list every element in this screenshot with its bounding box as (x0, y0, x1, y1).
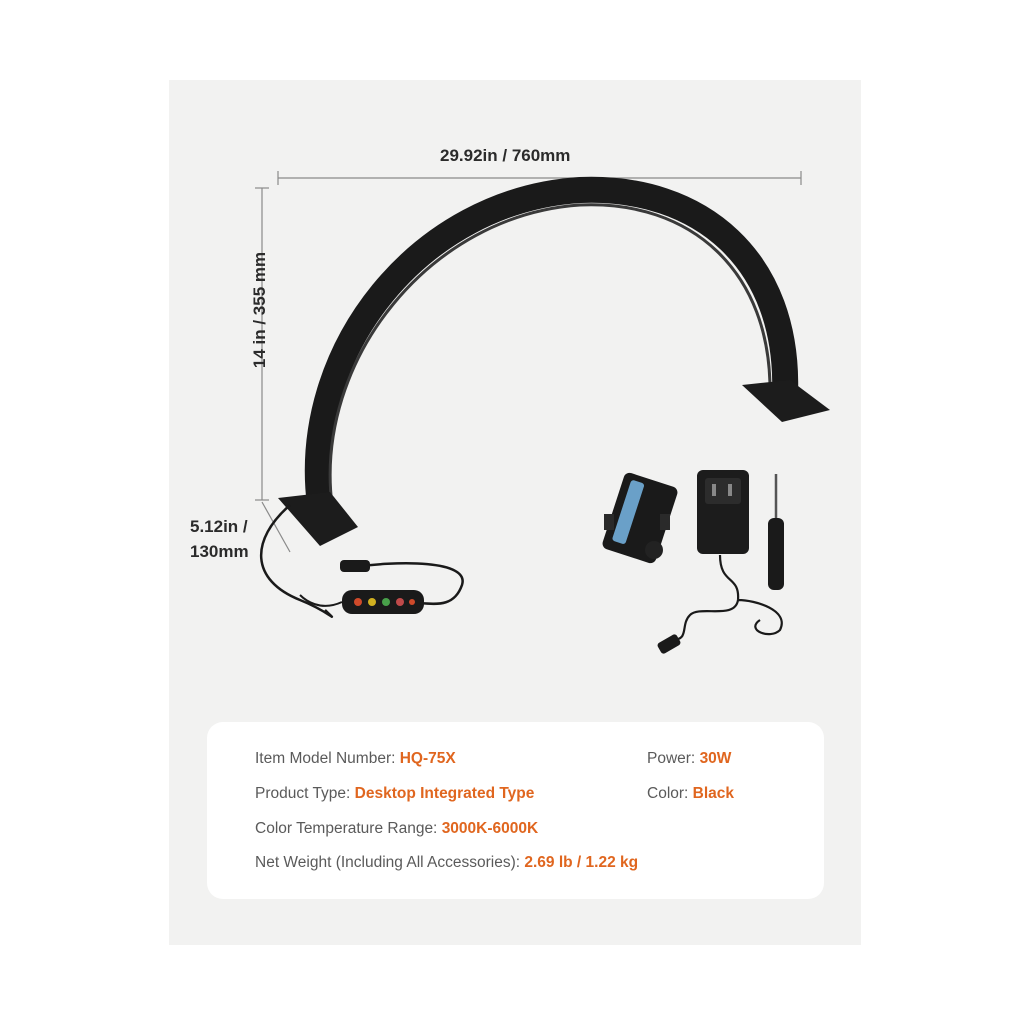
power-adapter (657, 470, 783, 654)
power-cable (259, 504, 464, 618)
spec-power: Power: 30W (647, 750, 731, 768)
width-dimension-label: 29.92in / 760mm (440, 146, 571, 165)
spec-weight: Net Weight (Including All Accessories): … (255, 854, 638, 872)
inline-controller (342, 590, 424, 614)
base-label-line1: 5.12in / (190, 517, 248, 536)
spec-panel (207, 722, 824, 899)
spec-color-temp-value: 3000K-6000K (441, 820, 539, 837)
spec-model-value: HQ-75X (399, 750, 456, 767)
right-base (742, 380, 830, 422)
base-dimension-label: 5.12in / 130mm (190, 514, 249, 564)
spec-color-temp: Color Temperature Range: 3000K-6000K (255, 820, 538, 838)
spec-model-label: Item Model Number: (255, 750, 400, 767)
spec-color: Color: Black (647, 785, 734, 803)
spec-product-type-label: Product Type: (255, 785, 355, 802)
phone-holder (602, 472, 678, 564)
left-base (278, 492, 358, 546)
spec-product-type: Product Type: Desktop Integrated Type (255, 785, 534, 803)
height-dimension-label: 14 in / 355 mm (250, 251, 269, 369)
spec-color-temp-label: Color Temperature Range: (255, 820, 442, 837)
width-dimension-line (277, 171, 802, 185)
spec-power-value: 30W (699, 750, 732, 767)
spec-power-label: Power: (647, 750, 700, 767)
height-dimension-line (255, 187, 269, 501)
spec-color-value: Black (692, 785, 735, 802)
arch-lamp (304, 176, 799, 507)
base-label-line2: 130mm (190, 542, 249, 561)
spec-product-type-value: Desktop Integrated Type (354, 785, 535, 802)
dc-connector (340, 560, 370, 572)
spec-weight-label: Net Weight (Including All Accessories): (255, 854, 525, 871)
screwdriver (768, 474, 784, 590)
spec-weight-value: 2.69 lb / 1.22 kg (524, 854, 639, 871)
base-dimension-line (261, 501, 291, 553)
spec-model: Item Model Number: HQ-75X (255, 750, 456, 768)
spec-color-label: Color: (647, 785, 693, 802)
